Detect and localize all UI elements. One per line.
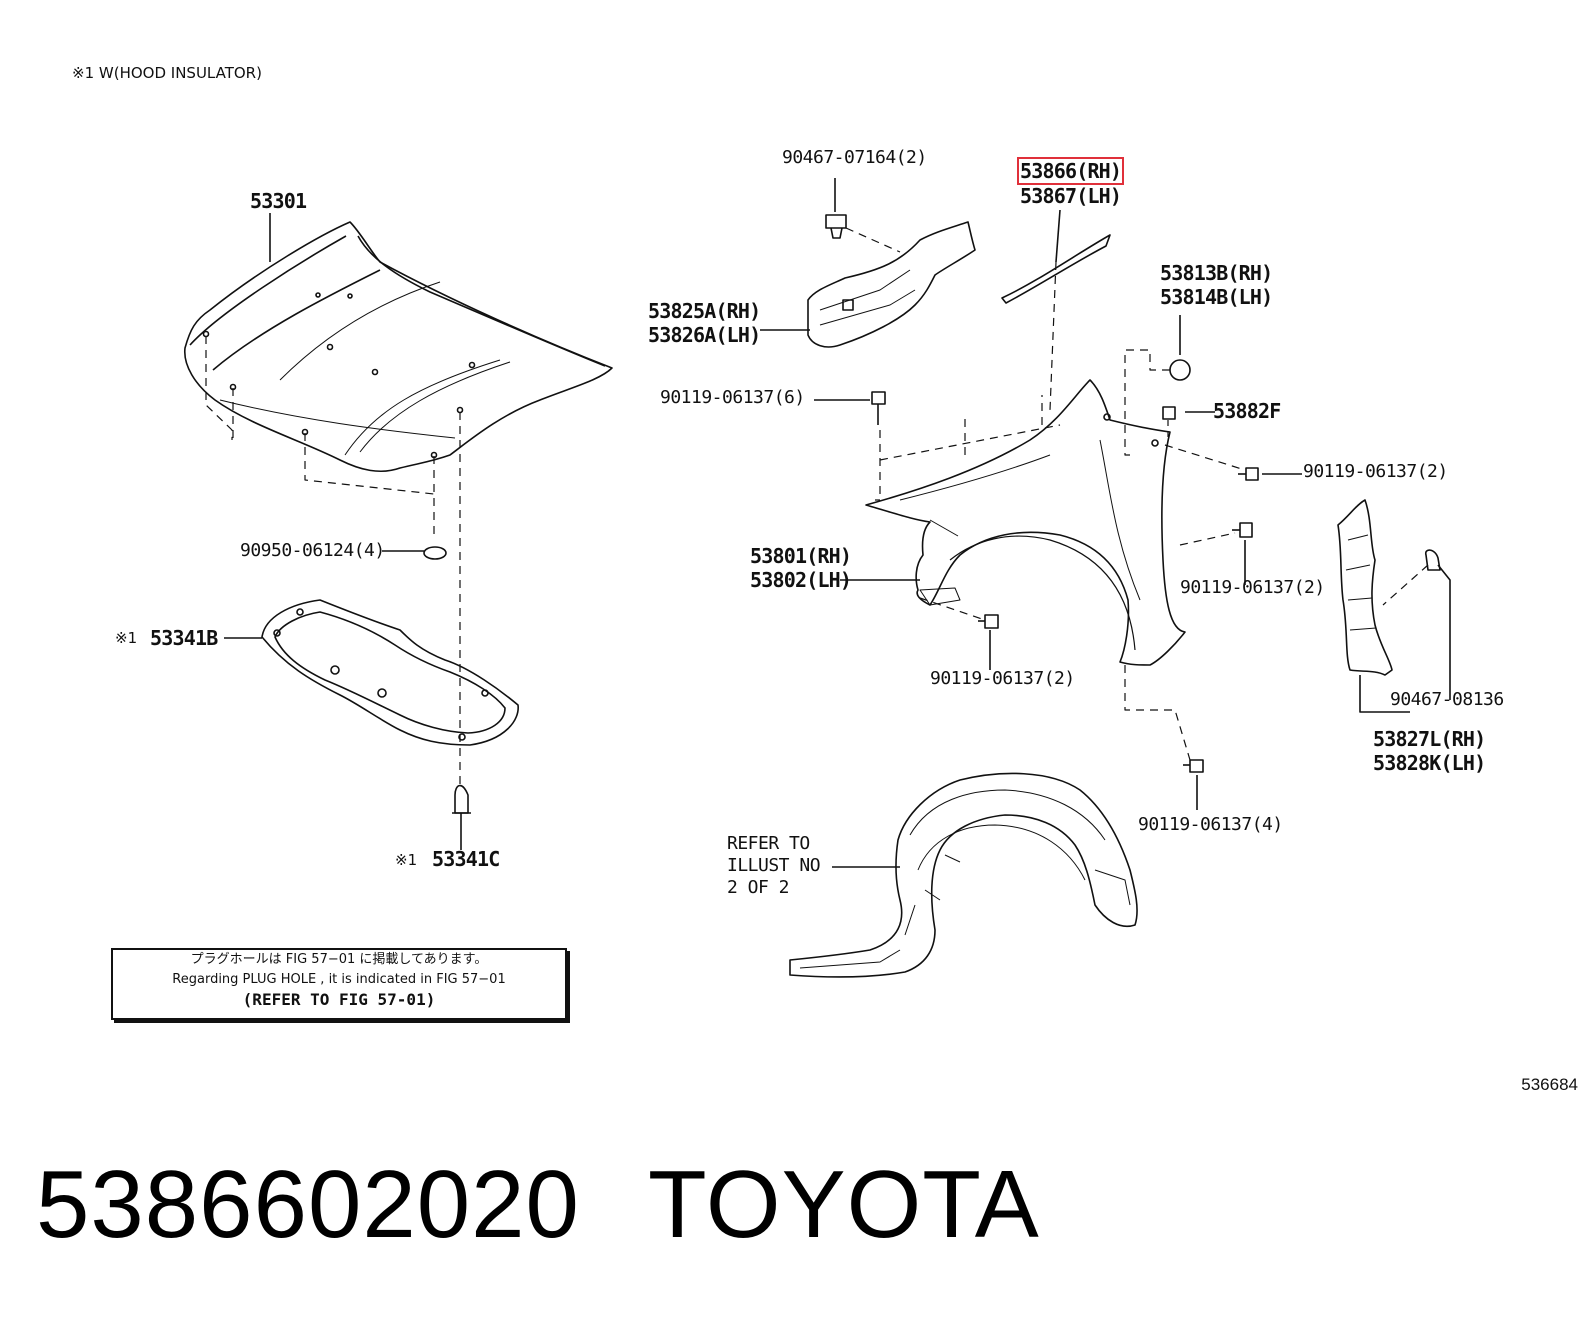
label-mark-insulator: ※1 <box>115 629 138 647</box>
label-panel-rh[interactable]: 53827L(RH) <box>1373 727 1486 751</box>
hood-insulator-illustration <box>261 599 519 746</box>
label-plug[interactable]: 90950-06124(4) <box>240 540 385 561</box>
label-seal-rh[interactable]: 53866(RH) <box>1016 157 1125 185</box>
label-seal-lh[interactable]: 53867(LH) <box>1020 184 1122 208</box>
label-bolt-right-2[interactable]: 90119-06137(2) <box>1303 461 1448 482</box>
label-cushion-lh[interactable]: 53814B(LH) <box>1160 285 1273 309</box>
notice-line-jp: プラグホールは FIG 57−01 に掲載してあります。 <box>190 952 488 967</box>
label-clip-9046708136[interactable]: 90467-08136 <box>1390 689 1504 710</box>
label-hood[interactable]: 53301 <box>250 189 307 213</box>
label-fender-lh[interactable]: 53802(LH) <box>750 568 852 592</box>
fender-liner-illustration <box>789 772 1138 978</box>
label-clip-9046707164[interactable]: 90467-07164(2) <box>782 147 927 168</box>
label-cover-rh[interactable]: 53825A(RH) <box>648 299 761 323</box>
label-refer-1: REFER TO <box>727 833 810 854</box>
notice-line-refer: (REFER TO FIG 57-01) <box>242 990 436 1009</box>
notice-line-en: Regarding PLUG HOLE , it is indicated in… <box>172 972 506 987</box>
label-nut-53882f[interactable]: 53882F <box>1213 399 1281 423</box>
label-insulator[interactable]: 53341B <box>150 626 218 650</box>
label-clip-53341c[interactable]: 53341C <box>432 847 500 871</box>
label-bolt-low-2[interactable]: 90119-06137(2) <box>930 668 1075 689</box>
label-cushion-rh[interactable]: 53813B(RH) <box>1160 261 1273 285</box>
label-bolt-4[interactable]: 90119-06137(4) <box>1138 814 1283 835</box>
fender-illustration <box>865 379 1186 666</box>
label-refer-2: ILLUST NO <box>727 855 821 876</box>
label-refer-3: 2 OF 2 <box>727 877 790 898</box>
label-bolt-mid-2[interactable]: 90119-06137(2) <box>1180 577 1325 598</box>
fender-cover-illustration <box>807 221 976 348</box>
label-bolt-6[interactable]: 90119-06137(6) <box>660 387 805 408</box>
figure-number: 536684 <box>1521 1075 1578 1094</box>
label-panel-lh[interactable]: 53828K(LH) <box>1373 751 1486 775</box>
footer-part-number: 5386602020 <box>36 1151 580 1258</box>
hood-illustration <box>184 221 613 473</box>
label-mark-clip: ※1 <box>395 851 418 869</box>
side-panel-illustration <box>1337 499 1393 676</box>
label-cover-lh[interactable]: 53826A(LH) <box>648 323 761 347</box>
header-note: ※1 W(HOOD INSULATOR) <box>72 64 262 82</box>
footer-brand: TOYOTA <box>648 1151 1040 1258</box>
label-fender-rh[interactable]: 53801(RH) <box>750 544 852 568</box>
plug-hole-notice: プラグホールは FIG 57−01 に掲載してあります。 Regarding P… <box>111 948 567 1020</box>
